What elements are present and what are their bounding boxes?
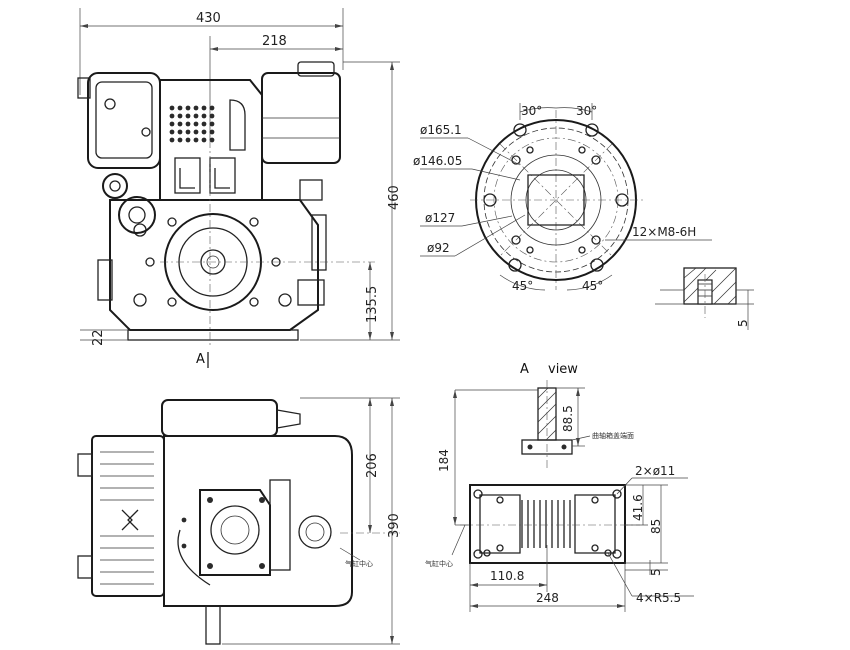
dim-cylinder-offset: 206 [365,453,380,478]
dim-height-overall: 460 [387,185,402,210]
dim-shaft-height: 135.5 [365,286,380,323]
dim-5: 5 [649,568,663,576]
dim-41: 41.6 [631,494,645,521]
slots-spec: 4×R5.5 [636,591,681,605]
angle-top-right: 30° [576,104,597,118]
section-marker-a: A [196,352,205,367]
front-view: 430 218 [77,8,402,368]
a-view-title: A [520,362,529,377]
dia-146: ø146.05 [413,154,462,168]
dim-248: 248 [536,591,559,605]
dim-88: 88.5 [561,405,575,432]
cylinder-center-note: 气缸中心 [345,559,373,568]
dim-110: 110.8 [490,569,524,583]
angle-top-left: 30° [521,104,542,118]
dim-base-height: 22 [91,329,106,346]
dia-127: ø127 [425,211,455,225]
a-view-fins [521,500,571,548]
flange-view: 30° 30° 45° 45° ø165.1 ø146.05 ø127 ø92 … [413,103,754,330]
cooling-grille [169,105,215,143]
thread-spec: 12×M8-6H [632,225,696,239]
a-view: A view 88.5 曲轴箱盖端面 184 [425,362,694,612]
dim-width-overall: 430 [196,11,221,26]
dim-depth-overall: 390 [387,513,402,538]
top-view: 390 206 气缸中心 [77,397,402,645]
holes-spec: 2×ø11 [635,464,675,478]
dia-165: ø165.1 [420,123,462,137]
a-view-title-suffix: view [548,362,578,377]
dim-85: 85 [649,519,663,534]
flange-face-note: 曲轴箱盖端面 [592,431,634,440]
thread-detail: 5 [655,267,754,330]
angle-bottom-left: 45° [512,279,533,293]
angle-bottom-right: 45° [582,279,603,293]
thread-depth: 5 [736,319,750,327]
dia-92: ø92 [427,241,450,255]
a-view-cylinder-center-note: 气缸中心 [425,559,453,568]
dim-width-offset: 218 [262,34,287,49]
dim-184: 184 [437,449,451,472]
